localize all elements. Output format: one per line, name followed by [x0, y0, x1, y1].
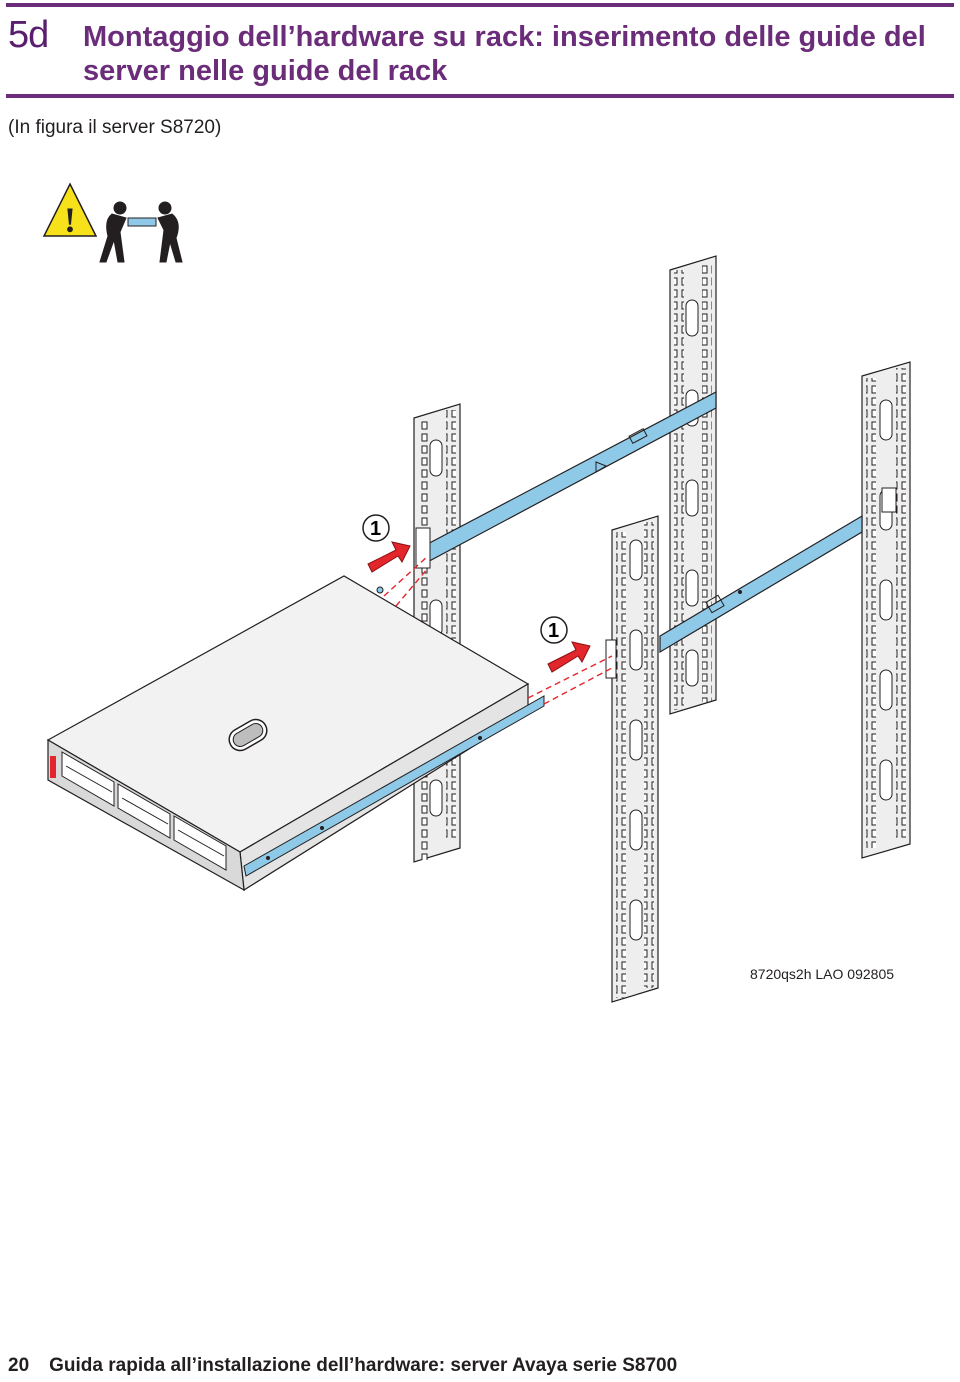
two-person-lift-icon — [99, 201, 183, 263]
rack-post-back-right — [861, 361, 911, 859]
callout-label: 1 — [548, 620, 559, 642]
footer-text: Guida rapida all’installazione dell’hard… — [49, 1355, 678, 1376]
title-rule — [6, 94, 954, 98]
step-number: 5d — [8, 14, 49, 56]
rack-post-back-left — [669, 255, 717, 715]
insert-arrow-icon — [547, 641, 591, 673]
svg-text:!: ! — [64, 200, 76, 240]
callout-1-upper: 1 — [362, 514, 390, 542]
insert-arrow-icon — [367, 541, 411, 573]
page-number: 20 — [8, 1355, 30, 1376]
callout-label: 1 — [370, 518, 381, 540]
callout-1-lower: 1 — [540, 616, 568, 644]
warning-triangle-icon: ! — [42, 182, 98, 240]
figure-caption: (In figura il server S8720) — [8, 117, 222, 138]
page-title: Montaggio dell’hardware su rack: inserim… — [83, 21, 926, 87]
figure-id: 8720qs2h LAO 092805 — [750, 966, 895, 982]
rack-rail-top — [415, 391, 717, 569]
top-rule — [6, 3, 954, 7]
page-footer: 20 Guida rapida all’installazione dell’ha… — [8, 1355, 677, 1377]
alignment-guides — [383, 555, 613, 705]
server-chassis — [46, 575, 545, 892]
rack-rail-bottom — [659, 487, 897, 654]
rack-installation-illustration: ! — [42, 182, 911, 1003]
rack-post-front-right — [605, 515, 659, 1003]
